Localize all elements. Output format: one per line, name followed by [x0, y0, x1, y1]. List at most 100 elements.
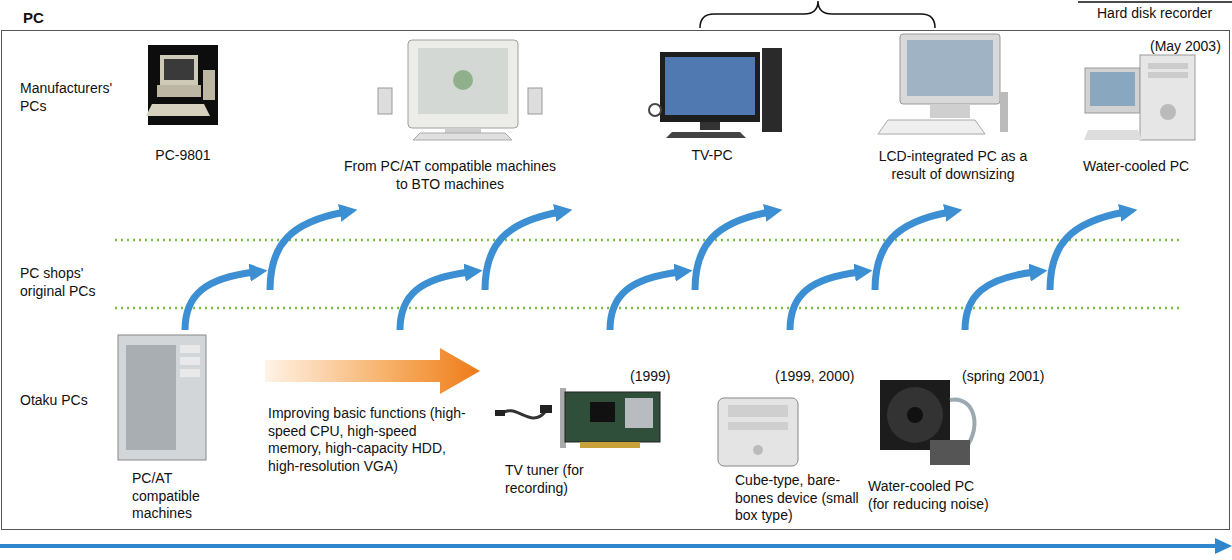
- monitor: [1085, 68, 1140, 113]
- date-label: (spring 2001): [962, 368, 1045, 386]
- drive-bay: [728, 405, 788, 417]
- label-holder: LCD-integrated PC as a result of downsiz…: [878, 148, 1028, 183]
- screen: [1090, 72, 1135, 106]
- drive-bay: [728, 422, 788, 430]
- speaker: [528, 88, 542, 114]
- label-holder: PC/AT compatible machines: [132, 470, 207, 523]
- keyboard: [878, 120, 985, 134]
- screen: [418, 48, 508, 114]
- label-holder: From PC/AT compatible machines to BTO ma…: [340, 158, 560, 193]
- monitor: [408, 40, 518, 128]
- product-label: From PC/AT compatible machines to BTO ma…: [340, 158, 560, 193]
- transition-arrow: [965, 272, 1035, 330]
- radiator: [880, 380, 950, 450]
- timeline-arrow: [0, 544, 1218, 548]
- label-holder: Water-cooled PC: [1083, 158, 1189, 176]
- row-label: Otaku PCs: [20, 392, 88, 410]
- note-label: Improving basic functions (high-speed CP…: [268, 405, 468, 475]
- label-holder: PC shops' original PCs: [20, 265, 120, 300]
- label-holder: (1999, 2000): [775, 368, 854, 386]
- headset: [649, 104, 661, 116]
- fan-hub: [907, 407, 923, 423]
- date-label: (May 2003): [1150, 38, 1221, 56]
- monitor: [660, 52, 760, 122]
- timeline-arrow-head: [1215, 538, 1232, 554]
- product-label: TV-PC: [672, 147, 752, 165]
- date-label: (1999, 2000): [775, 368, 854, 386]
- label-holder: (May 2003): [1150, 38, 1221, 56]
- keyboard: [1084, 130, 1142, 140]
- label-holder: Otaku PCs: [20, 392, 88, 410]
- drive-bay: [180, 369, 200, 377]
- case-interior: [126, 345, 176, 450]
- connector: [495, 410, 505, 416]
- improvement-arrow: [265, 348, 480, 394]
- screen: [907, 40, 993, 96]
- tuner-can: [625, 398, 653, 428]
- label-holder: (1999): [630, 368, 670, 386]
- system-unit: [157, 85, 201, 97]
- chip: [590, 402, 615, 422]
- transition-arrow: [400, 272, 470, 330]
- transition-arrow: [610, 272, 680, 330]
- frame-box: PC: [1, 30, 1230, 530]
- stand: [700, 122, 720, 130]
- cube-case: [718, 398, 798, 466]
- product-label: TV tuner (for recording): [505, 462, 600, 497]
- card-contacts: [580, 442, 640, 448]
- keyboard: [413, 133, 512, 140]
- transition-arrow: [270, 212, 345, 290]
- transition-arrow: [790, 272, 860, 330]
- brace: [700, 1, 935, 28]
- bar-line: [1078, 1, 1232, 3]
- product-label: PC/AT compatible machines: [132, 470, 207, 523]
- pump: [930, 440, 970, 465]
- fan: [1160, 104, 1176, 120]
- stand: [445, 128, 481, 133]
- label-holder: (spring 2001): [962, 368, 1045, 386]
- label-holder: TV tuner (for recording): [505, 462, 600, 497]
- date-label: (1999): [630, 368, 670, 386]
- drive-bay: [1148, 63, 1188, 69]
- transition-arrow: [875, 212, 950, 290]
- product-label: PC-9801: [143, 147, 223, 165]
- transition-arrow: [695, 212, 770, 290]
- drive-unit: [203, 70, 215, 100]
- transition-arrow: [185, 272, 255, 330]
- tower: [762, 48, 782, 132]
- label-holder: Manufacturers' PCs: [20, 80, 120, 115]
- keyboard: [146, 104, 210, 116]
- product-label: LCD-integrated PC as a result of downsiz…: [878, 148, 1028, 183]
- monitor: [900, 34, 1000, 104]
- monitor: [160, 55, 198, 85]
- tuner-card: [565, 392, 660, 442]
- drive-bay: [1148, 72, 1188, 78]
- tower: [1140, 55, 1195, 140]
- logo: [453, 70, 473, 90]
- transition-arrow: [1050, 212, 1125, 290]
- label-holder: PC-9801: [143, 147, 223, 165]
- screen: [164, 59, 194, 80]
- keyboard: [666, 132, 746, 138]
- callout-label: Hard disk recorder: [1097, 5, 1212, 23]
- handset: [1000, 92, 1008, 132]
- label-holder: Improving basic functions (high-speed CP…: [268, 405, 468, 475]
- label-holder: Hard disk recorder: [1097, 5, 1212, 23]
- base: [930, 104, 970, 118]
- speaker: [378, 88, 392, 114]
- drive-bay: [180, 345, 200, 353]
- screen: [665, 57, 755, 115]
- label-holder: TV-PC: [672, 147, 752, 165]
- pc-case: [118, 335, 206, 460]
- row-label: PC shops' original PCs: [20, 265, 120, 300]
- section-heading: PC: [23, 9, 44, 27]
- row-label: Manufacturers' PCs: [20, 80, 120, 115]
- transition-arrow: [485, 212, 560, 290]
- connector: [540, 405, 552, 413]
- band-line: [115, 307, 1180, 310]
- product-label: Water-cooled PC: [1083, 158, 1189, 176]
- fan: [887, 387, 943, 443]
